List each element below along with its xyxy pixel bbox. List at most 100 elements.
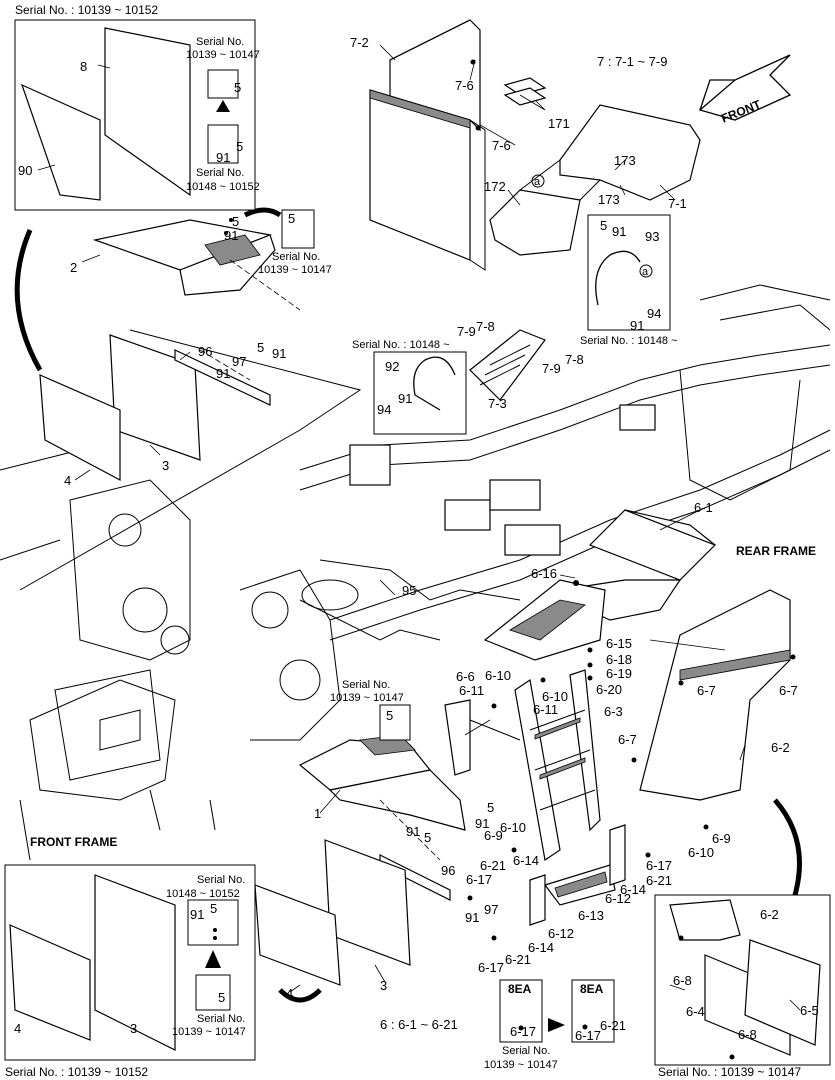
inset-top-left-serial: Serial No. : 10139 ~ 10152 xyxy=(15,3,158,17)
front-arrow-label: FRONT xyxy=(719,97,763,126)
callout-5i: 5 xyxy=(424,830,431,845)
front-frame-drawing xyxy=(0,449,341,861)
callout-6-1: 6-1 xyxy=(694,500,713,515)
front-frame-label: FRONT FRAME xyxy=(30,835,117,849)
callout-6-19: 6-19 xyxy=(606,666,632,681)
ladder-6-3 xyxy=(514,669,601,862)
serial-note-b-1: Serial No. xyxy=(196,167,244,179)
swoop-arrow-left xyxy=(14,229,43,372)
callout-7-6a: 7-6 xyxy=(455,78,474,93)
bottom-mid-serial-1: Serial No. xyxy=(502,1045,550,1057)
callout-91c: 91 xyxy=(398,391,412,406)
inset-flap-8 xyxy=(104,27,191,197)
flap-4-top xyxy=(39,374,121,481)
step-6-16 xyxy=(483,579,606,661)
callout-6-8b: 6-8 xyxy=(738,1027,757,1042)
callout-6-7c: 6-7 xyxy=(618,732,637,747)
callout-97b: 97 xyxy=(484,902,498,917)
labels-group-6-lower: 6-9 6-10 6-14 6-21 6-17 6-12 6-13 6-14 6… xyxy=(380,820,731,1032)
callout-5d: 5 xyxy=(232,214,239,229)
callout-8ea-a: 8EA xyxy=(508,982,532,996)
inset-detail-d xyxy=(195,974,231,1011)
callout-4c: 4 xyxy=(14,1021,21,1036)
rear-frame-drawing xyxy=(299,284,831,641)
flap-4-bottom xyxy=(254,884,341,986)
fender2-serial-1: Serial No. xyxy=(272,251,320,263)
callout-4a: 4 xyxy=(64,473,71,488)
callout-171: 171 xyxy=(548,116,570,131)
labels-inset-top-left: 8 90 Serial No. 10139 ~ 10147 5 5 91 Ser… xyxy=(18,36,260,193)
callout-5f: 5 xyxy=(257,340,264,355)
callout-6-17d: 6-17 xyxy=(510,1024,536,1039)
callout-92: 92 xyxy=(385,359,399,374)
dashed-ref-1 xyxy=(229,259,301,311)
callout-6-17b: 6-17 xyxy=(646,858,672,873)
inset-handrail-right xyxy=(587,214,671,331)
callout-6-12b: 6-12 xyxy=(605,891,631,906)
callout-91k: 91 xyxy=(190,907,204,922)
callout-6-2a: 6-2 xyxy=(771,740,790,755)
handrail-left-serial: Serial No. : 10148 ~ xyxy=(352,339,450,351)
callout-93: 93 xyxy=(645,229,659,244)
inset-fender1 xyxy=(379,704,411,741)
callout-3b: 3 xyxy=(380,978,387,993)
callout-6-14a: 6-14 xyxy=(513,853,539,868)
callout-6-16: 6-16 xyxy=(531,566,557,581)
callout-6-18: 6-18 xyxy=(606,652,632,667)
callout-6-21c: 6-21 xyxy=(505,952,531,967)
callout-6-11a: 6-11 xyxy=(459,683,484,698)
callout-7-2: 7-2 xyxy=(350,35,369,50)
labels-handrail-right: 5 91 93 a 94 91 Serial No. : 10148 ~ xyxy=(580,218,678,347)
bottom-mid-serial-2: 10139 ~ 10147 xyxy=(484,1059,558,1071)
swoop-arrow-right xyxy=(773,798,802,896)
bracket-6-6 xyxy=(444,699,521,776)
leader-lines xyxy=(37,44,801,1011)
inset-detail-a xyxy=(207,69,239,99)
inset-bottom-right-serial: Serial No. : 10139 ~ 10147 xyxy=(658,1065,801,1079)
flap-3-bottom xyxy=(324,839,411,966)
fender-6-2 xyxy=(639,589,791,801)
callout-173b: 173 xyxy=(598,192,620,207)
callout-5k: 5 xyxy=(218,990,225,1005)
plate-171 xyxy=(503,77,547,106)
callout-6-11b: 6-11 xyxy=(533,702,558,717)
callout-94a: 94 xyxy=(647,306,661,321)
callout-6-6: 6-6 xyxy=(456,669,475,684)
callout-7-8b: 7-8 xyxy=(565,352,584,367)
bottom-left-serial-b-2: 10139 ~ 10147 xyxy=(172,1026,246,1038)
handrail-92-drawing xyxy=(413,356,456,396)
callout-a1: a xyxy=(534,176,541,188)
group6-note: 6 : 6-1 ~ 6-21 xyxy=(380,1017,458,1032)
callout-7-9a: 7-9 xyxy=(457,324,476,339)
callout-95: 95 xyxy=(402,583,416,598)
inset-detail-c xyxy=(187,899,239,946)
callout-5g: 5 xyxy=(386,708,393,723)
callout-6-12a: 6-12 xyxy=(548,926,574,941)
bolt-markers xyxy=(213,59,796,1060)
callout-5h: 5 xyxy=(487,800,494,815)
callout-91d: 91 xyxy=(216,150,230,165)
callout-7-8a: 7-8 xyxy=(476,319,495,334)
step-7-1 xyxy=(489,104,701,256)
inset-8ea-a xyxy=(499,979,543,1043)
fender1-serial-2: 10139 ~ 10147 xyxy=(330,692,404,704)
callout-a2-ring xyxy=(639,264,653,278)
callout-97a: 97 xyxy=(232,354,246,369)
callout-91h: 91 xyxy=(475,816,489,831)
callout-96b: 96 xyxy=(441,863,455,878)
callout-7-1: 7-1 xyxy=(668,196,687,211)
callout-91f: 91 xyxy=(272,346,286,361)
ref-line-left xyxy=(19,329,362,591)
inset-bottom-left-serial: Serial No. : 10139 ~ 10152 xyxy=(5,1065,148,1079)
dashed-ref-3 xyxy=(379,799,441,861)
inset-arrow-up xyxy=(205,950,221,968)
swoop-arrow-bottom xyxy=(278,988,322,1003)
group7-note: 7 : 7-1 ~ 7-9 xyxy=(597,54,667,69)
callout-91i: 91 xyxy=(406,824,420,839)
callout-a1-ring xyxy=(531,174,545,188)
labels-group-6-upper: 6-1 6-16 95 6-15 6-18 6-19 6-20 6-6 6-10… xyxy=(402,500,816,755)
inset-fender2 xyxy=(281,209,315,249)
callout-7-9b: 7-9 xyxy=(542,361,561,376)
inset-arrow-down xyxy=(216,100,230,112)
callout-6-5: 6-5 xyxy=(800,1003,819,1018)
